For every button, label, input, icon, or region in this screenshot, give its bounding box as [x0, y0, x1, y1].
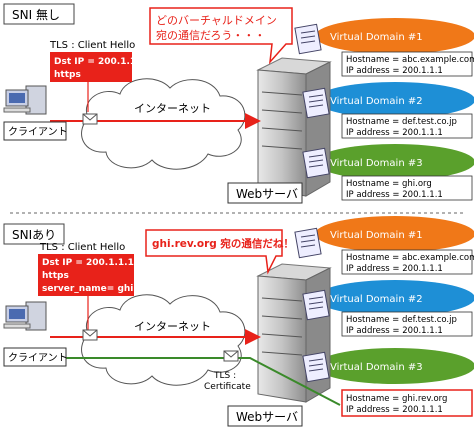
domain-hostname: Hostname = ghi.org: [346, 179, 432, 189]
packet-info-box: Dst IP = 200.1.1.1 https server_name= gh…: [38, 254, 173, 330]
envelope-icon: [82, 113, 98, 125]
tls-label: TLS : Client Hello: [49, 40, 135, 51]
domain-ip: IP address = 200.1.1.1: [346, 405, 443, 415]
document-icon: [294, 23, 322, 55]
domain-title: Virtual Domain #3: [330, 158, 423, 169]
internet-cloud: インターネット: [81, 294, 246, 386]
client-label: クライアント: [8, 352, 68, 364]
virtual-domain-1: Virtual Domain #1 Hostname = abc.example…: [315, 18, 474, 77]
domain-ip: IP address = 200.1.1.1: [346, 264, 443, 274]
envelope-icon: [82, 329, 98, 341]
speech-line-1: ghi.rev.org 宛の通信だね！: [152, 237, 294, 250]
virtual-domain-3: Virtual Domain #3 Hostname = ghi.org IP …: [315, 144, 474, 201]
domain-info-box: [341, 51, 473, 77]
domain-ip: IP address = 200.1.1.1: [346, 66, 443, 76]
virtual-domain-1: Virtual Domain #1 Hostname = abc.example…: [315, 216, 474, 275]
server-label-box: [227, 182, 303, 204]
certificate-envelope-icon: [223, 350, 239, 362]
domain-hostname: Hostname = def.test.co.jp: [346, 315, 457, 325]
cert-label-line-2: Certificate: [204, 382, 251, 392]
domain-ip: IP address = 200.1.1.1: [346, 326, 443, 336]
document-icon: [294, 227, 322, 259]
domain-ellipse: [315, 280, 474, 316]
tls-label: TLS : Client Hello: [39, 242, 125, 253]
domain-info-box: [341, 311, 473, 337]
domain-info-box-highlighted: [341, 389, 473, 417]
domain-ellipse: [315, 82, 474, 118]
domain-info-box: [341, 175, 473, 201]
cloud-label: インターネット: [134, 102, 211, 115]
speech-line-1: どのバーチャルドメイン: [156, 14, 277, 27]
packet-server-name: server_name= ghi.rev.org: [42, 284, 173, 294]
client-pc-icon: [3, 301, 47, 331]
virtual-domain-3: Virtual Domain #3 Hostname = ghi.rev.org…: [315, 348, 474, 417]
section-label: SNI 無し: [12, 7, 60, 22]
domain-hostname: Hostname = abc.example.com: [346, 55, 474, 65]
domain-ip: IP address = 200.1.1.1: [346, 128, 443, 138]
response-arrow: [48, 350, 341, 406]
domain-ellipse: [315, 348, 474, 384]
domain-info-box: [341, 249, 473, 275]
section-without-sni: SNI 無し Virtual Domain #1 Hostname = abc.…: [3, 3, 474, 204]
domain-title: Virtual Domain #2: [330, 96, 423, 107]
section-label-box: [3, 3, 75, 25]
server-label: Webサーバ: [236, 410, 298, 424]
domain-ellipse: [315, 18, 474, 54]
domain-title: Virtual Domain #1: [330, 230, 423, 241]
domain-hostname: Hostname = def.test.co.jp: [346, 117, 457, 127]
domain-title: Virtual Domain #1: [330, 32, 423, 43]
server-label-box: [227, 405, 303, 427]
domain-info-box: [341, 113, 473, 139]
virtual-domain-2: Virtual Domain #2 Hostname = def.test.co…: [315, 82, 474, 139]
domain-ellipse: [315, 144, 474, 180]
packet-dst-ip: Dst IP = 200.1.1.1: [42, 258, 134, 268]
client-label-box: [3, 121, 67, 141]
packet-protocol: https: [42, 271, 69, 281]
server-label: Webサーバ: [236, 187, 298, 201]
virtual-domain-2: Virtual Domain #2 Hostname = def.test.co…: [315, 280, 474, 337]
speech-bubble: どのバーチャルドメイン 宛の通信だろう・・・: [149, 7, 293, 65]
document-icon: [302, 351, 330, 383]
speech-line-2: 宛の通信だろう・・・: [156, 28, 265, 42]
section-label-box: [3, 223, 65, 245]
section-label: SNIあり: [12, 228, 56, 242]
section-with-sni: SNIあり Virtual Domain #1 Hostname = abc.e…: [3, 216, 474, 427]
domain-title: Virtual Domain #2: [330, 294, 423, 305]
speech-bubble: ghi.rev.org 宛の通信だね！: [145, 229, 294, 275]
packet-dst-ip: Dst IP = 200.1.1.1: [54, 57, 146, 67]
packet-info-box: Dst IP = 200.1.1.1 https: [50, 52, 146, 112]
document-icon: [302, 147, 330, 179]
cert-label-line-1: TLS :: [213, 371, 236, 381]
domain-ellipse: [315, 216, 474, 252]
document-icon: [302, 87, 330, 119]
client-label-box: [3, 347, 67, 367]
cloud-label: インターネット: [134, 320, 211, 333]
document-icon: [302, 289, 330, 321]
domain-ip: IP address = 200.1.1.1: [346, 190, 443, 200]
client-label: クライアント: [8, 126, 68, 138]
domain-title: Virtual Domain #3: [330, 362, 423, 373]
domain-hostname: Hostname = ghi.rev.org: [346, 394, 447, 404]
internet-cloud: インターネット: [81, 78, 246, 170]
domain-hostname: Hostname = abc.example.com: [346, 253, 474, 263]
client-pc-icon: [3, 85, 47, 115]
packet-protocol: https: [54, 70, 81, 80]
